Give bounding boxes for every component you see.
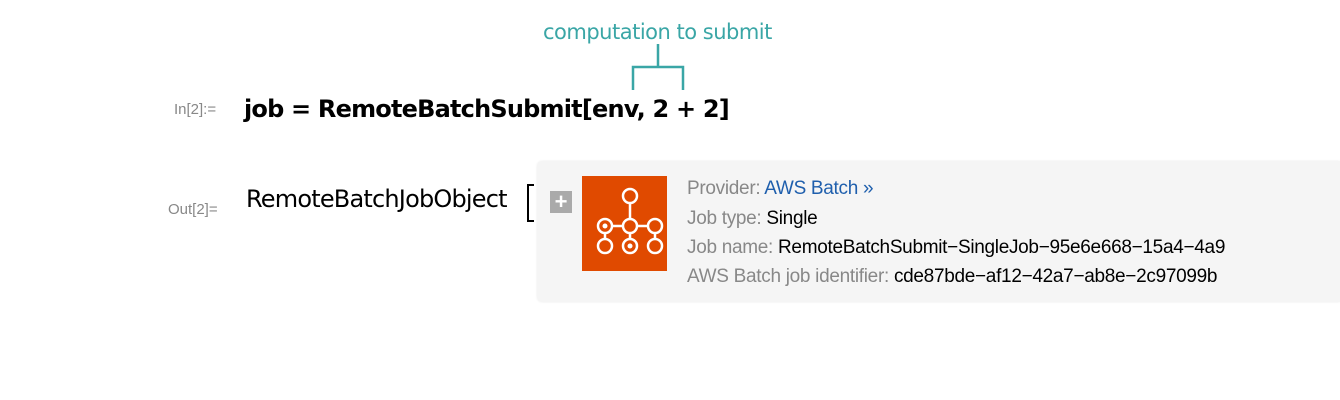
provider-link[interactable]: AWS Batch » [764, 178, 874, 199]
job-id-row: AWS Batch job identifier: cde87bde−af12−… [687, 266, 1217, 288]
job-summary-panel [537, 161, 1340, 302]
output-head: RemoteBatchJobObject [246, 185, 508, 213]
output-open-bracket [527, 184, 534, 222]
job-id-label: AWS Batch job identifier: [687, 266, 894, 287]
input-cell-label: In[2]:= [174, 101, 217, 118]
annotation-label: computation to submit [543, 20, 772, 44]
annotation-bracket [631, 44, 685, 90]
job-name-row: Job name: RemoteBatchSubmit−SingleJob−95… [687, 237, 1225, 259]
output-cell-label: Out[2]= [168, 201, 218, 218]
provider-label: Provider: [687, 178, 765, 199]
job-type-value: Single [766, 208, 818, 229]
aws-batch-network-icon [582, 176, 667, 271]
job-name-label: Job name: [687, 237, 778, 258]
job-name-value: RemoteBatchSubmit−SingleJob−95e6e668−15a… [778, 237, 1226, 258]
job-type-label: Job type: [687, 208, 767, 229]
job-id-value: cde87bde−af12−42a7−ab8e−2c97099b [893, 266, 1218, 287]
input-code[interactable]: job = RemoteBatchSubmit[env, 2 + 2] [244, 95, 730, 123]
provider-row: Provider: AWS Batch » [687, 178, 874, 200]
job-type-row: Job type: Single [687, 208, 818, 230]
plus-icon[interactable]: + [550, 191, 572, 213]
